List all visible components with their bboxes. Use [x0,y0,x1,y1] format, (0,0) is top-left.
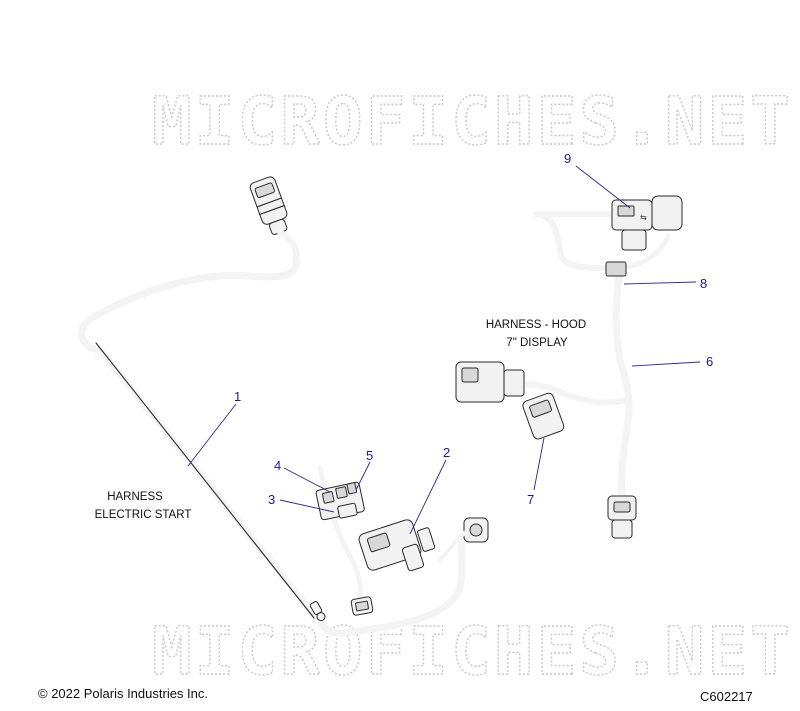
label-harness-electric-start: HARNESS ELECTRIC START [95,491,192,521]
callout-7: 7 [527,492,534,507]
connector-top-left [249,176,288,235]
cable-1-fill [78,254,466,637]
leader-lines [187,165,701,535]
cable-1-sleeve [95,342,315,619]
leader-6 [631,361,701,367]
connector-right-cluster [463,517,489,543]
label-harness-hood: HARNESS - HOOD 7" DISPLAY [486,319,586,349]
callout-4: 4 [274,458,281,473]
watermark-bottom: MICROFICHES.NET [152,613,793,690]
label-hood-line2: 7" DISPLAY [506,337,568,349]
cable-1-outline [80,257,463,635]
label-electric-start-line1: HARNESS [107,491,163,503]
label-electric-start-line2: ELECTRIC START [95,509,192,521]
connector-bottom-right [607,495,637,539]
label-hood-line1: HARNESS - HOOD [486,319,586,331]
leader-4 [283,467,331,493]
leader-1 [187,403,237,467]
small-connector-bottom [350,596,374,616]
callout-numbers: 1 2 3 4 5 6 7 8 9 [234,151,713,507]
harness-electric-start-drawing [78,176,489,637]
leader-3 [279,499,335,513]
leader-8 [623,281,697,285]
callout-3: 3 [268,492,275,507]
callout-5: 5 [366,448,373,463]
svg-text:⇆: ⇆ [640,213,647,222]
leader-7 [533,437,545,491]
watermark-top: MICROFICHES.NET [152,83,793,160]
callout-8: 8 [700,276,707,291]
callout-1: 1 [234,389,241,404]
leader-2 [409,459,447,535]
callout-2: 2 [443,445,450,460]
harness-clip [605,261,627,277]
copyright-text: © 2022 Polaris Industries Inc. [38,686,208,701]
usb-port-assembly: ⇆ [611,195,683,251]
diagram-code: C602217 [700,689,753,704]
leader-9 [575,165,631,209]
relay-module [358,519,436,572]
harness-hood-drawing: ⇆ [455,195,683,539]
callout-6: 6 [706,354,713,369]
callout-9: 9 [564,151,571,166]
leader-5 [355,461,371,491]
ring-terminal [309,601,326,622]
display-connectors [455,361,565,440]
